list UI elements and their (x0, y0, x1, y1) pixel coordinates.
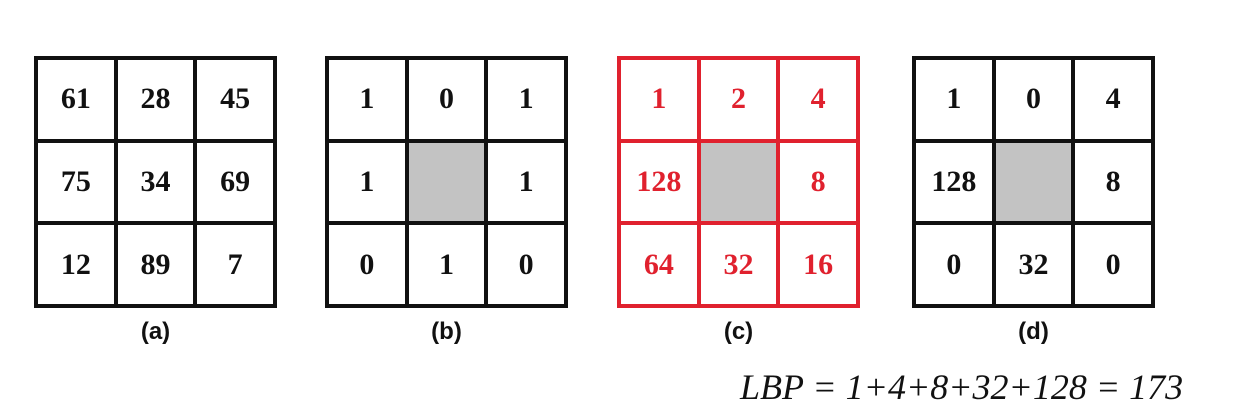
grid-cell: 12 (36, 223, 116, 306)
grid-cell: 4 (1073, 58, 1153, 141)
grid-cell: 75 (36, 140, 116, 224)
grid-cell: 0 (327, 223, 407, 306)
grid-center-cell (698, 140, 779, 224)
panel-caption: (c) (723, 318, 754, 345)
grid-cell: 1 (914, 58, 994, 141)
grid-cell: 7 (195, 223, 275, 306)
grid-cell: 45 (195, 58, 275, 141)
grid-cell: 0 (1073, 223, 1153, 306)
weights-grid: 1 2 4 128 8 64 32 16 (617, 56, 860, 308)
grid-cell: 32 (993, 223, 1074, 306)
grid-cell: 64 (619, 223, 699, 306)
grid-cell: 0 (993, 58, 1074, 141)
grid-cell: 69 (195, 140, 275, 224)
panel-caption: (d) (1018, 318, 1049, 345)
grid-center-cell (406, 140, 487, 224)
grid-cell: 4 (778, 58, 858, 141)
grid-cell: 1 (486, 140, 566, 224)
grid-cell: 1 (406, 223, 487, 306)
grid-cell: 8 (1073, 140, 1153, 224)
grid-cell: 1 (327, 140, 407, 224)
panel-caption: (b) (431, 318, 462, 345)
grid-cell: 0 (486, 223, 566, 306)
grid-cell: 61 (36, 58, 116, 141)
grid-center-cell (993, 140, 1074, 224)
grid-cell: 0 (406, 58, 487, 141)
panel-caption: (a) (140, 318, 171, 345)
grid-cell: 2 (698, 58, 779, 141)
lbp-formula: LBP = 1+4+8+32+128 = 173 (740, 367, 1184, 407)
grid-cell: 128 (619, 140, 699, 224)
weighted-result-grid: 1 0 4 128 8 0 32 0 (912, 56, 1155, 308)
grid-cell: 8 (778, 140, 858, 224)
grid-cell: 128 (914, 140, 994, 224)
grid-cell: 32 (698, 223, 779, 306)
pixel-values-grid: 61 28 45 75 34 69 12 89 7 (34, 56, 277, 308)
grid-cell: 28 (115, 58, 196, 141)
grid-cell: 16 (778, 223, 858, 306)
grid-cell: 89 (115, 223, 196, 306)
threshold-grid: 1 0 1 1 1 0 1 0 (325, 56, 568, 308)
grid-cell: 1 (619, 58, 699, 141)
grid-cell: 1 (327, 58, 407, 141)
grid-cell: 1 (486, 58, 566, 141)
grid-cell: 0 (914, 223, 994, 306)
grid-center-cell: 34 (115, 140, 196, 224)
